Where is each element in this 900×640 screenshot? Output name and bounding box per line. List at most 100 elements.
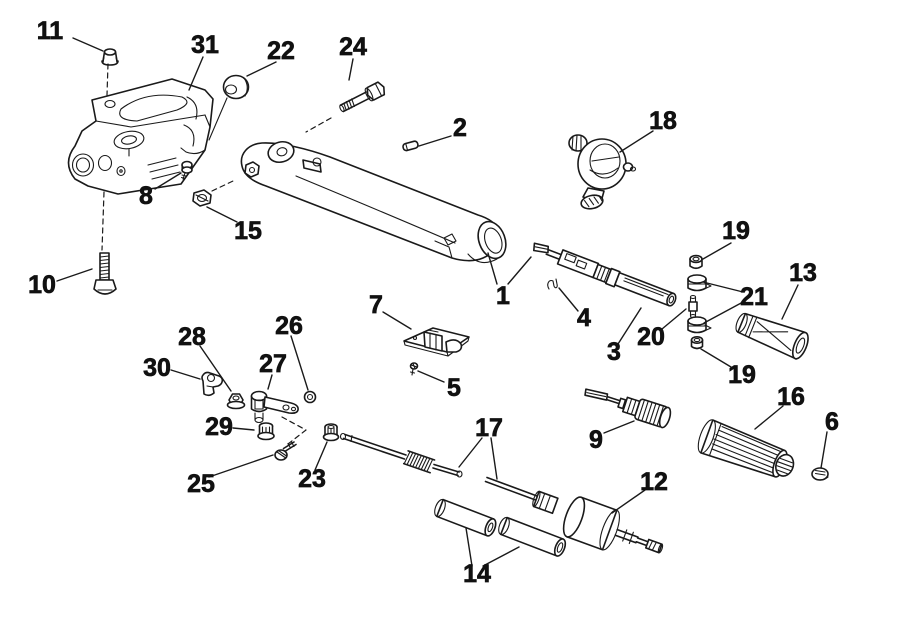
part-23-flange-nut: [322, 423, 340, 442]
leader-line-18: [619, 130, 654, 153]
leader-line-15: [206, 206, 238, 223]
callout-number-13: 13: [789, 259, 817, 287]
part-19-bushing-upper: [689, 254, 703, 270]
leader-line-25: [208, 454, 274, 478]
callout-number-7: 7: [369, 291, 383, 319]
callout-18: 18: [619, 107, 677, 153]
leader-line-17: [490, 437, 498, 480]
leader-line-19b: [700, 348, 732, 368]
callout-22: 22: [246, 37, 295, 77]
callout-10: 10: [28, 268, 93, 299]
leader-line-22: [246, 61, 277, 77]
leader-line-19a: [702, 242, 732, 260]
part-26-washer: [303, 390, 317, 404]
callout-number-27: 27: [259, 350, 287, 378]
callout-number-30: 30: [143, 354, 171, 382]
callout-number-19b: 19: [728, 361, 756, 389]
part-30-clamp-block: [201, 371, 224, 397]
callout-layer: 1234567891011121314151617181919202122232…: [28, 17, 840, 589]
callout-13: 13: [781, 259, 817, 320]
callout-31: 31: [188, 31, 219, 91]
callout-25: 25: [187, 454, 274, 498]
callout-16: 16: [754, 383, 805, 430]
part-16-throttle-grip: [697, 419, 795, 478]
callout-number-8: 8: [139, 182, 153, 210]
part-1-steering-handle-arm: [240, 140, 507, 264]
leader-line-26: [290, 335, 309, 391]
leader-line-16: [754, 405, 784, 430]
leader-line-23: [314, 441, 328, 471]
leader-line-24: [348, 58, 354, 81]
callout-12: 12: [611, 468, 668, 514]
part-18-cable-clamp-ring: [568, 134, 637, 210]
leader-line-20: [661, 308, 687, 330]
callout-19a: 19: [702, 217, 750, 260]
part-28-flange-nut: [226, 393, 246, 410]
callout-15: 15: [206, 206, 262, 245]
leader-line-4: [558, 287, 579, 312]
leader-line-5: [417, 370, 445, 383]
callout-number-21: 21: [740, 283, 768, 311]
callout-number-23: 23: [298, 465, 326, 493]
part-7-anchor-bracket: [403, 327, 470, 357]
callout-number-10: 10: [28, 271, 56, 299]
callout-8: 8: [139, 172, 182, 210]
part-31-swivel-bracket-housing: [67, 78, 214, 195]
part-24-bolt: [339, 81, 386, 113]
leader-line-2: [418, 135, 452, 147]
leader-line-11: [72, 37, 104, 52]
callout-1: 1: [487, 252, 532, 310]
callout-number-20: 20: [637, 323, 665, 351]
callout-number-9: 9: [589, 426, 603, 454]
leader-line-9: [603, 420, 635, 434]
callout-number-12: 12: [640, 468, 668, 496]
callout-number-11: 11: [37, 17, 64, 45]
callout-number-28: 28: [178, 323, 206, 351]
alignment-lines: [101, 63, 332, 445]
callout-5: 5: [417, 370, 461, 402]
part-4-retainer-clip: [547, 278, 558, 290]
callout-number-14: 14: [463, 560, 491, 588]
part-29-flange-nut: [257, 422, 275, 441]
leader-line-28: [199, 345, 232, 392]
callout-number-25: 25: [187, 470, 215, 498]
leader-line-6: [820, 431, 828, 469]
leader-line-10: [56, 268, 93, 282]
callout-number-18: 18: [649, 107, 677, 135]
callout-number-19a: 19: [722, 217, 750, 245]
callout-7: 7: [369, 291, 412, 330]
callout-11: 11: [36, 17, 104, 52]
callout-number-24: 24: [339, 33, 367, 61]
part-12-friction-drum: [562, 496, 664, 554]
part-20-link-pin: [688, 294, 698, 319]
callout-number-3: 3: [607, 338, 621, 366]
leader-line-7: [382, 311, 412, 330]
leader-line-12: [611, 489, 646, 514]
part-9-throttle-friction-screw: [584, 388, 672, 429]
callout-29: 29: [205, 413, 255, 441]
leader-line-29: [232, 427, 255, 431]
part-21-bushing-halves: [687, 274, 712, 334]
part-13-grip-core: [735, 312, 809, 360]
callout-23: 23: [298, 441, 328, 493]
leader-line-30: [170, 369, 201, 380]
leader-line-17: [458, 437, 483, 468]
callout-number-29: 29: [205, 413, 233, 441]
part-17-throttle-cable: [339, 432, 559, 515]
callout-3: 3: [607, 307, 642, 366]
part-19-bushing-lower: [690, 335, 704, 350]
leader-line-1: [507, 256, 532, 285]
callout-number-5: 5: [447, 374, 461, 402]
callout-26: 26: [275, 312, 309, 391]
callout-27: 27: [259, 350, 287, 390]
leader-line-3: [617, 307, 642, 345]
part-15-nut: [192, 189, 212, 207]
callout-number-15: 15: [234, 217, 262, 245]
callout-4: 4: [558, 287, 591, 332]
callout-17: 17: [458, 414, 503, 480]
callout-28: 28: [178, 323, 232, 392]
leader-line-14: [465, 527, 473, 567]
callout-21: 21: [702, 281, 768, 324]
callout-number-6: 6: [825, 408, 839, 436]
